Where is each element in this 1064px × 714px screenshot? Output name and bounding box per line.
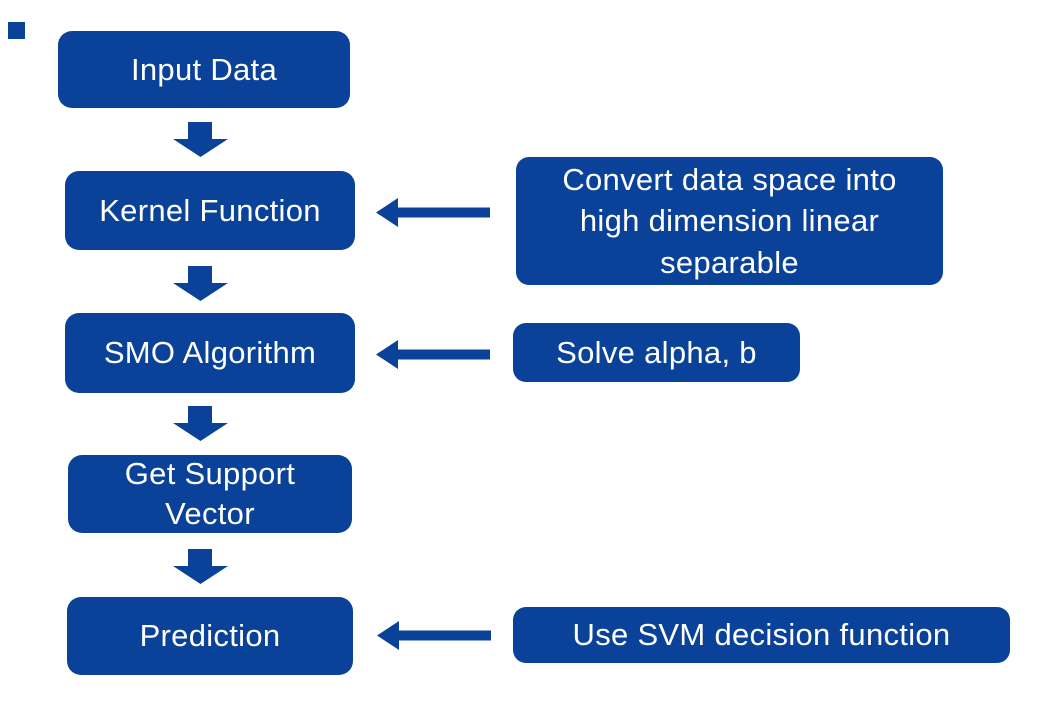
flow-node-kernel-function: Kernel Function (65, 171, 355, 250)
arrow-left-icon (376, 198, 490, 227)
annotation-label: Convert data space into high dimension l… (562, 161, 897, 280)
flow-node-input-data: Input Data (58, 31, 350, 108)
flow-node-label: Prediction (139, 618, 281, 654)
flow-node-prediction: Prediction (67, 597, 353, 675)
arrow-down-icon (173, 266, 228, 301)
flow-node-label: Input Data (130, 51, 278, 87)
annotation-prediction: Use SVM decision function (513, 607, 1010, 663)
flow-node-smo-algorithm: SMO Algorithm (65, 313, 355, 393)
annotation-label: Use SVM decision function (572, 617, 951, 653)
flow-node-label: Get Support Vector (124, 456, 296, 531)
arrow-left-icon (376, 340, 490, 369)
arrow-down-icon (173, 406, 228, 441)
arrow-down-icon (173, 122, 228, 157)
flow-node-label: Kernel Function (99, 192, 321, 228)
flow-node-label: SMO Algorithm (103, 335, 317, 371)
arrow-down-icon (173, 549, 228, 584)
corner-mark (8, 22, 25, 39)
flow-node-get-support-vector: Get Support Vector (68, 455, 352, 533)
arrow-left-icon (377, 621, 491, 650)
annotation-smo-algorithm: Solve alpha, b (513, 323, 800, 382)
annotation-label: Solve alpha, b (556, 334, 757, 370)
annotation-kernel-function: Convert data space into high dimension l… (516, 157, 943, 285)
